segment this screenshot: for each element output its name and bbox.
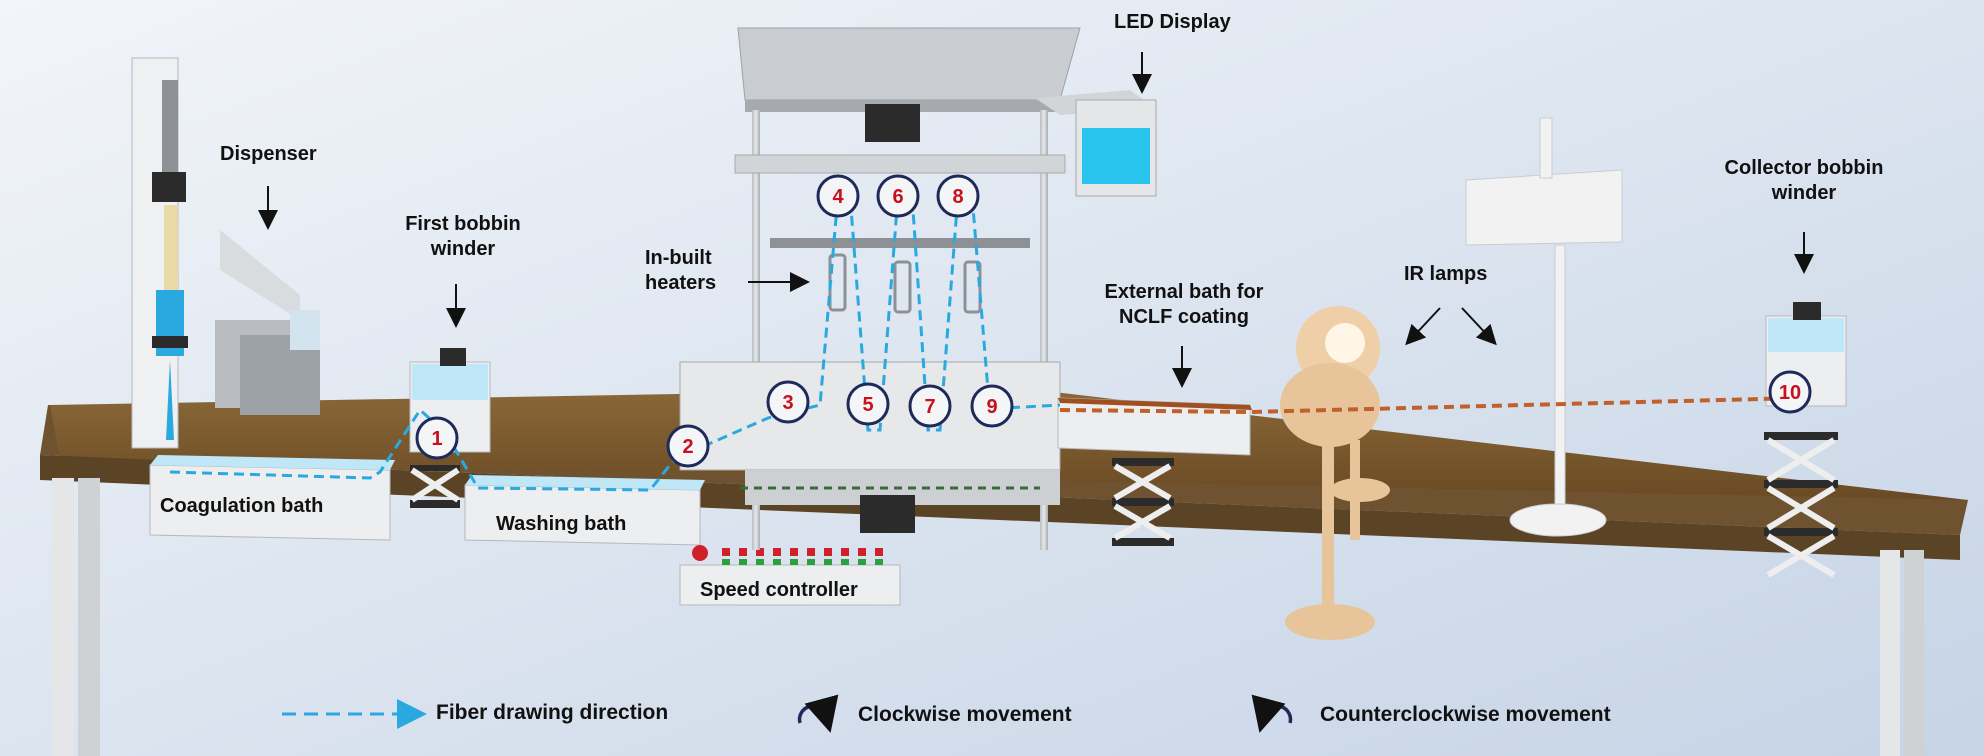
external-bath-label: External bath for NCLF coating: [1084, 280, 1284, 330]
roller-number: 4: [832, 186, 844, 208]
roller-number: 2: [682, 436, 693, 458]
collector-bobbin-winder-label: Collector bobbin winder: [1704, 156, 1904, 206]
external-bath-label-line1: External bath for: [1104, 281, 1264, 303]
collector-bobbin-winder: [1764, 302, 1847, 578]
ir-lamp-box: [1465, 117, 1623, 537]
speed-button-red: [807, 548, 815, 556]
speed-button-red: [858, 548, 866, 556]
roller-body: [766, 380, 810, 424]
first-bobbin-winder-label: First bobbin winder: [388, 212, 538, 262]
roller-7: 7: [908, 384, 952, 428]
roller-5: 5: [846, 382, 890, 426]
coagulation-bath: [149, 455, 395, 541]
speed-button-red: [841, 548, 849, 556]
led-display: [1035, 90, 1157, 197]
speed-controller: [679, 545, 901, 606]
inbuilt-heaters-label-line2: heaters: [645, 272, 717, 294]
speed-button-green: [858, 559, 866, 565]
dispenser-label: Dispenser: [220, 143, 317, 165]
roller-10: 10: [1768, 370, 1812, 414]
speed-button-red: [824, 548, 832, 556]
roller-6: 6: [876, 174, 920, 218]
external-bath-label-line2: NCLF coating: [1119, 306, 1249, 328]
roller-3: 3: [766, 380, 810, 424]
speed-button-red: [722, 548, 730, 556]
roller-number: 1: [431, 428, 442, 450]
legend-counterclockwise-icon: [1251, 694, 1293, 733]
legend-counterclockwise-label: Counterclockwise movement: [1320, 703, 1611, 726]
speed-button-red: [790, 548, 798, 556]
washing-bath-label: Washing bath: [496, 513, 627, 535]
inbuilt-heaters-label-line1: In-built: [645, 247, 712, 269]
coagulation-bath-label: Coagulation bath: [160, 495, 324, 517]
roller-number: 8: [952, 186, 963, 208]
roller-body: [908, 384, 952, 428]
dispenser: [131, 57, 320, 449]
ir-lamps-label: IR lamps: [1404, 263, 1488, 285]
ir-lamp-round: [1280, 306, 1390, 640]
roller-9: 9: [970, 384, 1014, 428]
external-bath: [1057, 397, 1252, 546]
roller-body: [415, 416, 459, 460]
speed-button-red: [739, 548, 747, 556]
collector-bobbin-winder-label-line1: Collector bobbin: [1724, 157, 1884, 179]
led-display-label: LED Display: [1114, 11, 1231, 33]
legend-fiber-label: Fiber drawing direction: [436, 701, 669, 724]
label-arrows: [258, 52, 1814, 388]
legend: [282, 694, 1293, 733]
roller-body: [936, 174, 980, 218]
first-bobbin-winder-label-line2: winder: [430, 238, 496, 260]
speed-button-red: [773, 548, 781, 556]
speed-button-green: [773, 559, 781, 565]
speed-button-red: [875, 548, 883, 556]
speed-button-green: [790, 559, 798, 565]
roller-body: [846, 382, 890, 426]
roller-body: [970, 384, 1014, 428]
roller-number: 7: [924, 396, 935, 418]
roller-body: [876, 174, 920, 218]
roller-body: [816, 174, 860, 218]
first-bobbin-winder-label-line1: First bobbin: [405, 213, 521, 235]
legend-clockwise-icon: [797, 694, 839, 733]
roller-body: [666, 424, 710, 468]
collector-bobbin-winder-label-line2: winder: [1771, 182, 1837, 204]
speed-button-green: [807, 559, 815, 565]
legend-clockwise-label: Clockwise movement: [858, 703, 1072, 726]
roller-4: 4: [816, 174, 860, 218]
roller-number: 6: [892, 186, 903, 208]
speed-button-green: [722, 559, 730, 565]
roller-2: 2: [666, 424, 710, 468]
roller-number: 10: [1779, 382, 1801, 404]
roller-1: 1: [415, 416, 459, 460]
speed-controller-label: Speed controller: [700, 579, 858, 601]
inbuilt-heaters-label: In-built heaters: [645, 246, 716, 296]
speed-button-green: [739, 559, 747, 565]
roller-8: 8: [936, 174, 980, 218]
speed-button-red: [756, 548, 764, 556]
roller-number: 3: [782, 392, 793, 414]
roller-number: 9: [986, 396, 997, 418]
speed-button-green: [824, 559, 832, 565]
roller-number: 5: [862, 394, 873, 416]
speed-button-green: [756, 559, 764, 565]
roller-body: [1768, 370, 1812, 414]
drawing-frame: [679, 27, 1081, 550]
washing-bath: [464, 475, 705, 546]
speed-button-green: [875, 559, 883, 565]
speed-button-green: [841, 559, 849, 565]
